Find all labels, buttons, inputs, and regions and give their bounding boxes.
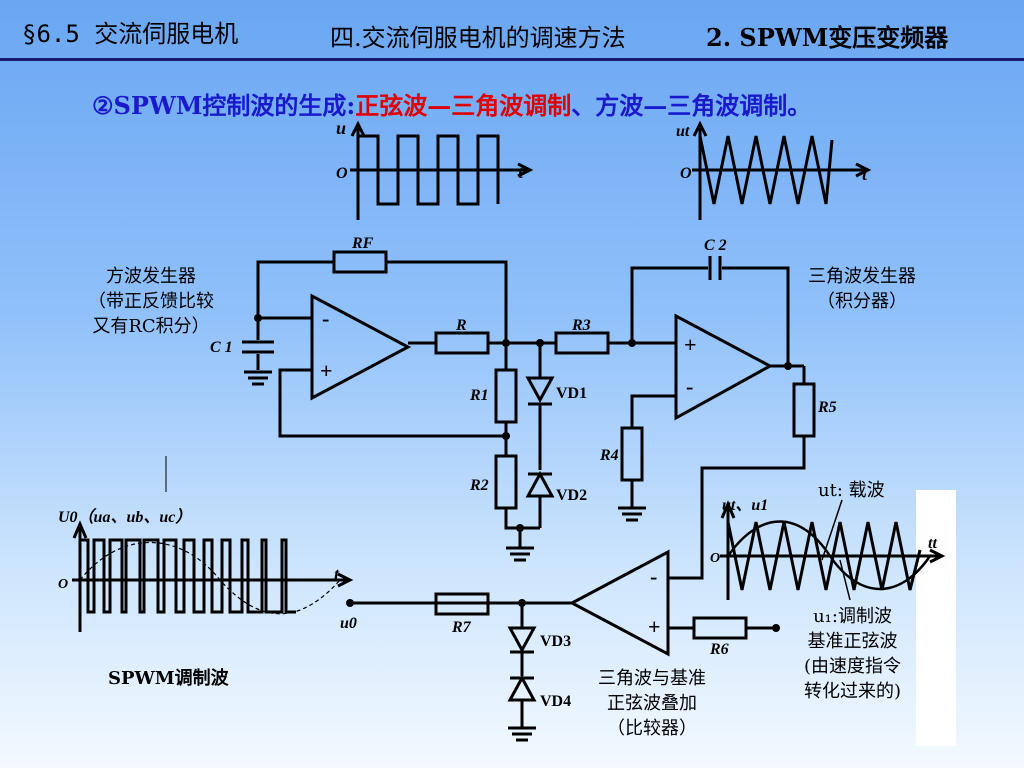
heading-blue: 方波—三角波调制。 xyxy=(595,91,812,120)
label-R1: R1 xyxy=(469,387,489,404)
modulating-line3: (由速度指令 xyxy=(804,656,902,677)
square-gen-line3: 又有RC积分） xyxy=(92,316,210,337)
heading-sep: 、 xyxy=(571,91,596,120)
modulating-line4: 转化过来的) xyxy=(804,681,902,702)
heading-red: 正弦波—三角波调制 xyxy=(355,91,572,120)
square-gen-line2: （带正反馈比较 xyxy=(88,291,214,312)
resistor-R4 xyxy=(620,426,644,482)
opamp-3 xyxy=(568,549,670,657)
modulating-line2: 基准正弦波 xyxy=(807,631,898,652)
opamp1-minus: - xyxy=(322,306,329,331)
modulating-note: u₁:调制波 基准正弦波 (由速度指令 转化过来的) xyxy=(804,604,901,704)
label-tt: tt xyxy=(928,535,937,552)
comparator-line3: （比较器） xyxy=(607,718,697,739)
heading-prefix: ②SPWM控制波的生成: xyxy=(92,91,356,120)
resistor-R1 xyxy=(494,368,518,424)
opamp1-plus: + xyxy=(320,358,333,383)
subtitle: 四.交流伺服电机的调速方法 xyxy=(330,24,626,52)
label-R2: R2 xyxy=(469,477,489,494)
opamp3-plus: + xyxy=(648,614,661,639)
label-R3: R3 xyxy=(571,317,591,334)
resistor-R3 xyxy=(554,331,610,355)
spwm-label: SPWM调制波 xyxy=(108,668,229,689)
diode-VD4 xyxy=(507,674,537,702)
diode-VD1 xyxy=(525,376,555,404)
label-o1: O xyxy=(336,165,348,182)
label-o3: O xyxy=(710,551,720,566)
label-VD1: VD1 xyxy=(556,385,587,402)
label-ut: ut xyxy=(676,123,690,140)
square-gen-note: 方波发生器 （带正反馈比较 又有RC积分） xyxy=(88,264,214,339)
label-ut-u1: ut、u1 xyxy=(722,497,768,514)
diode-VD3 xyxy=(507,626,537,654)
triangle-gen-line2: （积分器） xyxy=(817,291,907,312)
opamp2-plus: + xyxy=(684,332,697,357)
white-panel xyxy=(916,490,956,746)
label-u0: u0 xyxy=(340,615,357,632)
label-C1: C 1 xyxy=(210,339,233,356)
label-R: R xyxy=(455,317,467,334)
topic-title: 2. SPWM变压变频器 xyxy=(706,23,949,52)
junction-dots xyxy=(254,314,792,632)
label-o4: O xyxy=(58,577,68,592)
label-u: u xyxy=(336,118,346,138)
label-U0: U0（ua、ub、uc） xyxy=(58,507,191,526)
opamp-2 xyxy=(674,313,774,421)
diode-VD2 xyxy=(525,470,555,498)
resistor-R xyxy=(434,331,490,355)
square-gen-line1: 方波发生器 xyxy=(106,266,196,287)
label-t3: t xyxy=(334,564,340,584)
comparator-line1: 三角波与基准 xyxy=(598,668,706,689)
comparator-line2: 正弦波叠加 xyxy=(607,693,697,714)
resistor-RF xyxy=(332,250,388,274)
resistor-R5 xyxy=(792,382,816,438)
label-t1: t xyxy=(518,162,524,182)
triangle-wave-graph xyxy=(692,120,872,220)
comparator-note: 三角波与基准 正弦波叠加 （比较器） xyxy=(598,666,706,741)
page-heading: ②SPWM控制波的生成:正弦波—三角波调制、方波—三角波调制。 xyxy=(92,86,811,121)
resistor-R6 xyxy=(692,616,748,640)
resistor-R2 xyxy=(494,454,518,510)
label-VD4: VD4 xyxy=(540,693,571,710)
header-rule xyxy=(0,58,1024,61)
label-VD3: VD3 xyxy=(540,633,571,650)
label-R7: R7 xyxy=(451,619,472,636)
square-wave-graph xyxy=(350,120,534,220)
opamp-1 xyxy=(310,293,412,401)
label-C2: C 2 xyxy=(704,237,727,254)
section-title: §6.5 交流伺服电机 xyxy=(22,20,239,48)
label-R6: R6 xyxy=(709,641,729,658)
header: §6.5 交流伺服电机 四.交流伺服电机的调速方法 2. SPWM变压变频器 xyxy=(0,0,1024,60)
modulating-line1: u₁:调制波 xyxy=(813,606,892,627)
modulation-graph xyxy=(720,499,946,601)
label-t2: t xyxy=(862,164,868,184)
carrier-note: ut: 载波 xyxy=(818,480,885,501)
label-VD2: VD2 xyxy=(556,487,587,504)
label-R5: R5 xyxy=(817,399,837,416)
triangle-gen-note: 三角波发生器 （积分器） xyxy=(808,264,916,314)
spwm-graph xyxy=(72,520,354,632)
opamp3-minus: - xyxy=(650,564,657,589)
opamp2-minus: - xyxy=(686,374,693,399)
label-o2: O xyxy=(680,165,692,182)
triangle-gen-line1: 三角波发生器 xyxy=(808,266,916,287)
label-RF: RF xyxy=(351,235,374,252)
label-R4: R4 xyxy=(599,447,619,464)
resistor-R7 xyxy=(434,592,490,616)
